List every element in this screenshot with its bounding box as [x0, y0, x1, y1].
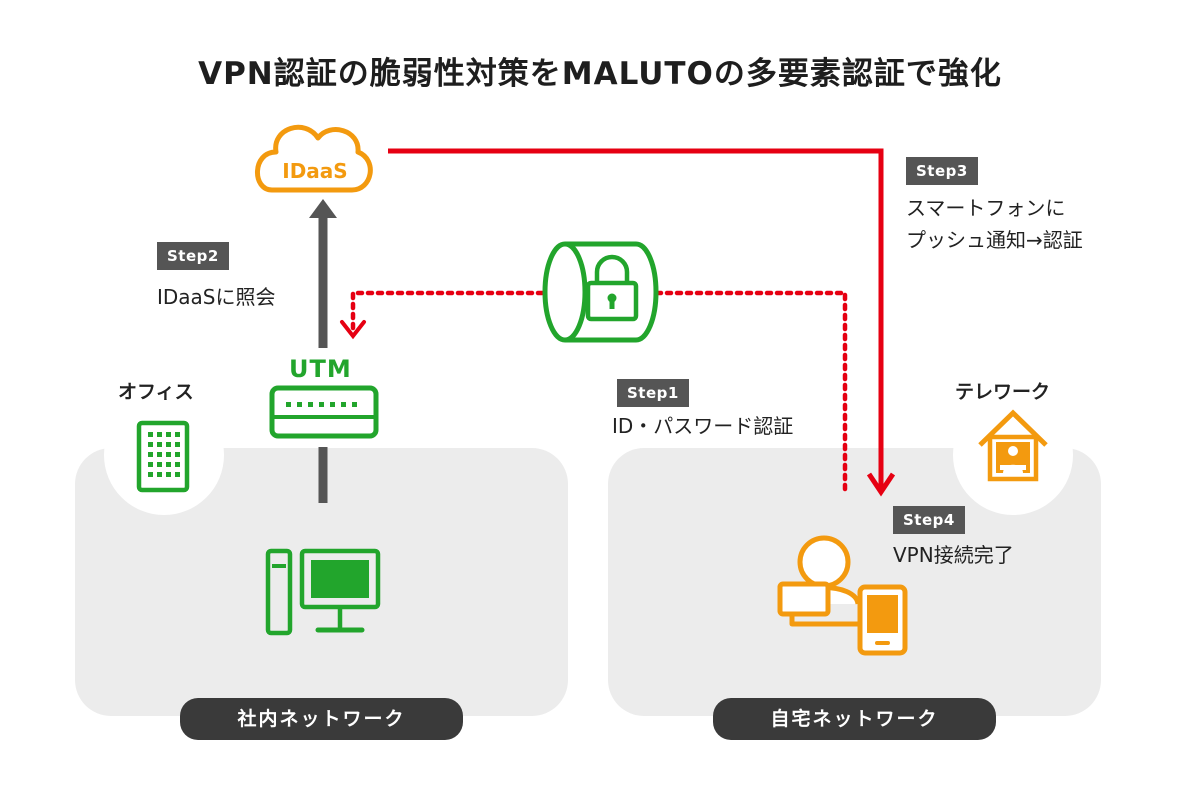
- idaas-label: IDaaS: [282, 159, 347, 183]
- telework-label: テレワーク: [955, 381, 1051, 403]
- step1-dotted-path: [340, 290, 848, 492]
- step3-badge: Step3: [906, 157, 978, 185]
- building-icon: [136, 420, 190, 493]
- house-user-icon: [978, 409, 1048, 482]
- desktop-pc-icon: [265, 548, 381, 636]
- office-label: オフィス: [118, 381, 194, 403]
- step4-description: VPN接続完了: [893, 543, 1014, 567]
- utm-label: UTM: [289, 355, 352, 383]
- home-network-label: 自宅ネットワーク: [713, 698, 996, 740]
- step4-badge: Step4: [893, 506, 965, 534]
- vpn-tunnel-lock-icon: [542, 241, 659, 343]
- diagram-title: VPN認証の脆弱性対策をMALUTOの多要素認証で強化: [198, 56, 1002, 92]
- step1-badge: Step1: [617, 379, 689, 407]
- step3-description-line2: プッシュ通知→認証: [906, 228, 1083, 252]
- step2-description: IDaaSに照会: [157, 285, 276, 309]
- step3-red-arrow: [388, 148, 896, 497]
- office-network-label: 社内ネットワーク: [180, 698, 463, 740]
- step2-badge: Step2: [157, 242, 229, 270]
- step2-gray-arrow: [309, 199, 337, 503]
- user-laptop-icon: [777, 535, 863, 627]
- smartphone-icon: [857, 584, 908, 656]
- step1-description: ID・パスワード認証: [612, 414, 794, 438]
- cloud-icon: IDaaS: [255, 124, 373, 193]
- step3-description-line1: スマートフォンに: [906, 196, 1066, 220]
- utm-device-icon: [269, 385, 379, 439]
